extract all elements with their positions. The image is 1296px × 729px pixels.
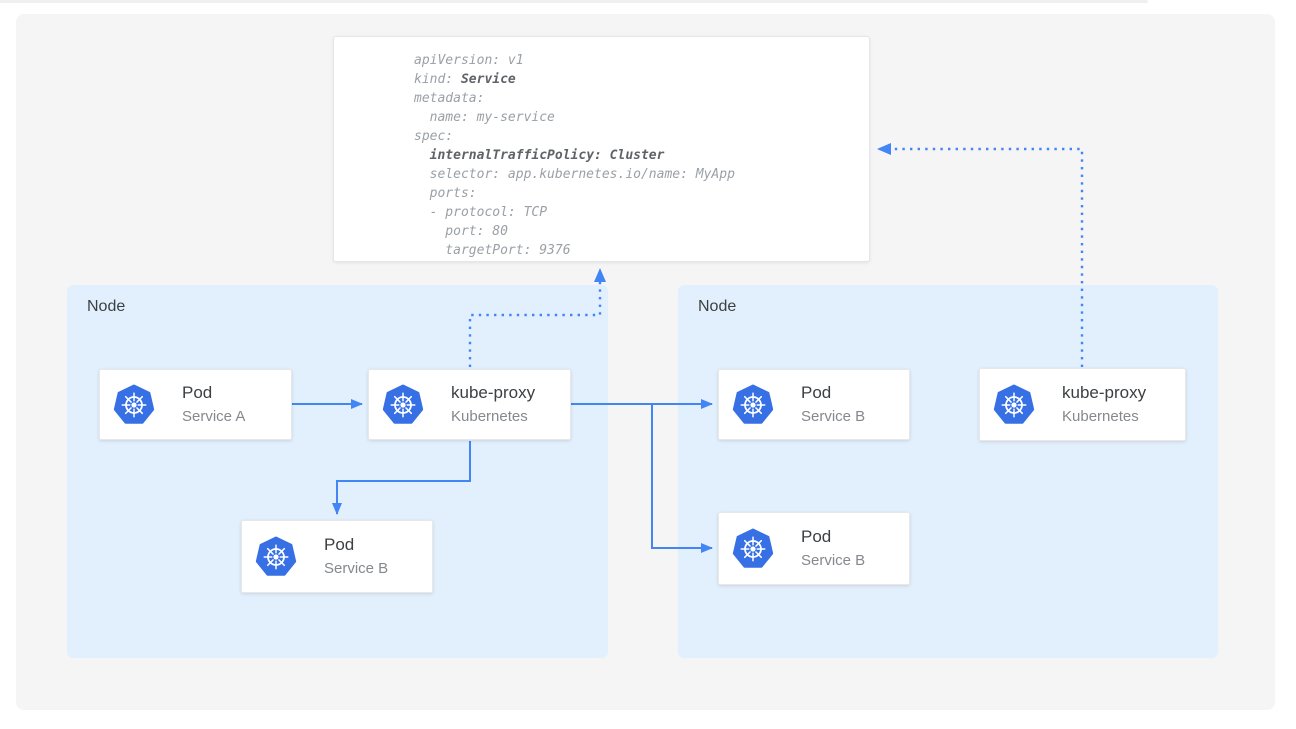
card-kubeproxy-right: kube-proxy Kubernetes <box>979 368 1186 441</box>
card-pod-service-b-left: Pod Service B <box>241 520 433 593</box>
card-subtitle: Service B <box>801 552 866 569</box>
card-title: Pod <box>324 535 355 554</box>
card-kubeproxy-left: kube-proxy Kubernetes <box>368 369 571 440</box>
card-title: Pod <box>182 383 213 402</box>
yaml-code-line: targetPort: 9376 <box>414 243 571 258</box>
node-label: Node <box>698 298 737 315</box>
top-divider <box>0 0 1148 3</box>
card-subtitle: Service A <box>182 408 246 425</box>
yaml-code-line: - protocol: TCP <box>414 205 548 220</box>
node-label: Node <box>87 298 126 315</box>
card-title: Pod <box>801 527 832 546</box>
yaml-code-line: port: 80 <box>414 224 508 239</box>
card-title: Pod <box>801 383 832 402</box>
kubernetes-icon <box>113 384 155 426</box>
service-yaml-manifest: apiVersion: v1 kind: Service metadata: nam… <box>333 36 870 262</box>
node-box-right: Node <box>678 285 1218 658</box>
kubernetes-icon <box>255 536 297 578</box>
yaml-code-line: spec: <box>414 129 454 144</box>
card-subtitle: Service B <box>324 560 389 577</box>
kubernetes-icon <box>993 384 1035 426</box>
card-subtitle: Kubernetes <box>1062 408 1139 425</box>
kubernetes-icon <box>382 384 424 426</box>
card-pod-service-a: Pod Service A <box>99 369 292 440</box>
kubernetes-icon <box>732 384 774 426</box>
yaml-code-line: ports: <box>414 186 477 201</box>
yaml-code-line: kind: Service <box>414 72 516 87</box>
card-pod-service-b-bottom-right: Pod Service B <box>718 512 910 585</box>
node-box-left: Node <box>67 285 608 658</box>
card-subtitle: Kubernetes <box>451 408 528 425</box>
card-title: kube-proxy <box>1062 383 1147 402</box>
card-subtitle: Service B <box>801 408 866 425</box>
yaml-code-line: internalTrafficPolicy: Cluster <box>429 148 665 163</box>
kubernetes-icon <box>732 528 774 570</box>
yaml-code-line: selector: app.kubernetes.io/name: MyApp <box>414 167 735 182</box>
yaml-code-line: apiVersion: v1 <box>414 53 524 68</box>
yaml-code-line: metadata: <box>414 91 485 106</box>
yaml-code: apiVersion: v1 kind: Service metadata: nam… <box>414 51 859 260</box>
card-pod-service-b-top-right: Pod Service B <box>718 369 910 440</box>
card-title: kube-proxy <box>451 383 536 402</box>
yaml-code-line: name: my-service <box>414 110 555 125</box>
